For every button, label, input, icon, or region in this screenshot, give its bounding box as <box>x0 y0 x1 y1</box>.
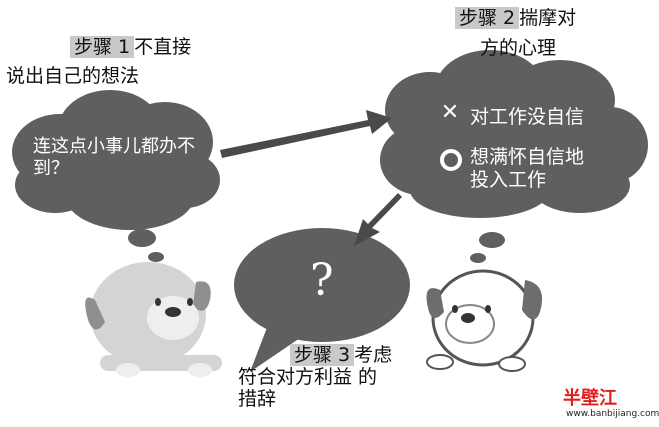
step3-label: 步骤 3 <box>290 344 355 366</box>
watermark-url: www.banbijiang.com <box>566 409 659 419</box>
left-dog-illustration <box>85 262 222 377</box>
question-mark: ? <box>310 255 334 306</box>
speech-bubble <box>234 228 410 372</box>
circle-icon <box>438 146 462 176</box>
option-right-text: 想满怀自信地投入工作 <box>470 146 585 191</box>
step3-text-line3: 措辞 <box>238 388 277 410</box>
watermark-logo: 半壁江 <box>563 388 617 409</box>
right-thought-bubble <box>380 50 648 218</box>
step3-text-line2: 符合对方利益 的 <box>238 366 378 388</box>
left-thought-bubble <box>12 90 220 230</box>
left-bubble-text: 连这点小事儿都办不到？ <box>33 136 195 179</box>
option-wrong: ✕ 对工作没自信 <box>438 102 584 129</box>
arrow-step2-to-step3 <box>354 193 402 246</box>
step1-text: 不直接 <box>134 36 192 58</box>
right-dog-illustration <box>426 269 543 372</box>
step1-text-line2: 说出自己的想法 <box>6 65 140 87</box>
step3-text: 考虑 <box>354 344 393 366</box>
step2-text: 揣摩对 <box>519 7 577 29</box>
cross-icon: ✕ <box>440 100 460 125</box>
left-thought-trail <box>128 229 164 262</box>
option-right: 想满怀自信地投入工作 <box>438 146 584 192</box>
right-thought-trail <box>470 232 505 263</box>
step2-label: 步骤 2 <box>455 7 520 29</box>
option-wrong-text: 对工作没自信 <box>470 106 585 128</box>
arrow-step1-to-step2 <box>220 110 392 158</box>
step2-text-line2: 方的心理 <box>480 37 557 59</box>
step1-label: 步骤 1 <box>70 36 135 58</box>
